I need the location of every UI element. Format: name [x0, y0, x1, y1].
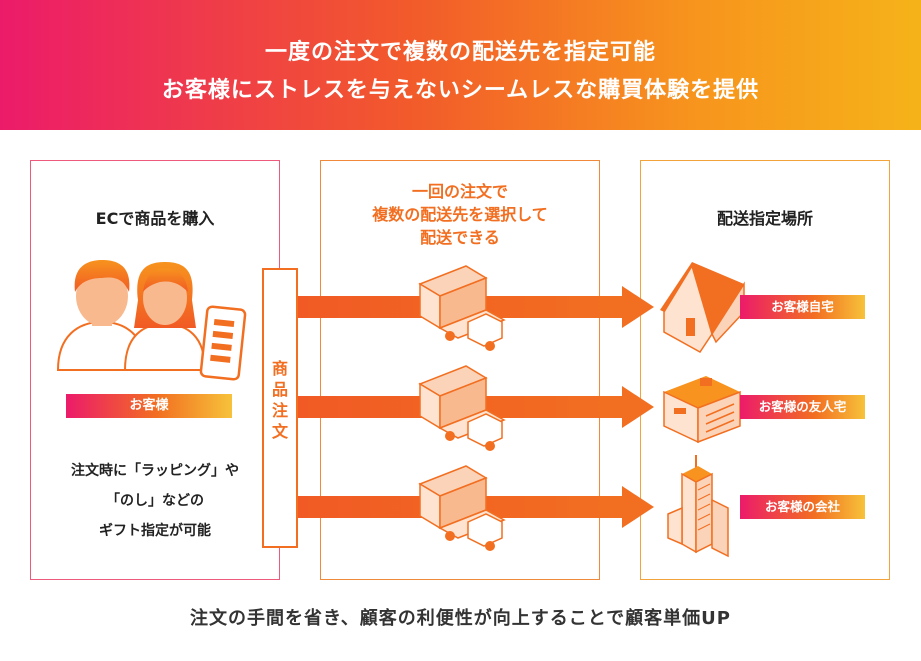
destination-friend-label: お客様の友人宅: [740, 395, 865, 419]
destination-panel-title: 配送指定場所: [716, 209, 813, 228]
truck-icon-2: [418, 365, 506, 451]
smartphone-icon: [199, 305, 247, 381]
header-title-line2: お客様にストレスを与えないシームレスな購買体験を提供: [161, 78, 760, 103]
male-customer-icon: [56, 260, 148, 371]
destination-panel: [640, 160, 890, 580]
gift-note-line: ギフト指定が可能: [99, 523, 211, 539]
destination-home-label: お客様自宅: [740, 295, 865, 319]
footer-summary: 注文の手間を省き、顧客の利便性が向上することで顧客単価UP: [189, 608, 731, 629]
house-icon: [660, 262, 745, 353]
gift-note-line: 「のし」などの: [106, 493, 204, 509]
delivery-title-line: 複数の配送先を選択して: [372, 205, 548, 224]
truck-icon-1: [418, 265, 506, 351]
product-order-label: 商品注文: [271, 359, 288, 441]
truck-icon-3: [418, 465, 506, 551]
customer-label: お客様: [66, 394, 232, 418]
header-banner: 一度の注文で複数の配送先を指定可能 お客様にストレスを与えないシームレスな購買体…: [0, 0, 921, 130]
delivery-panel-title: 一回の注文で 複数の配送先を選択して 配送できる: [320, 180, 600, 249]
delivery-title-line: 一回の注文で: [411, 182, 508, 201]
gift-option-note: 注文時に「ラッピング」や 「のし」などの ギフト指定が可能: [30, 456, 280, 546]
customer-panel-title: ECで商品を購入: [95, 209, 215, 228]
office-tower-icon: [667, 455, 729, 558]
gift-note-line: 注文時に「ラッピング」や: [71, 463, 239, 479]
delivery-panel: [320, 160, 600, 580]
header-title-line1: 一度の注文で複数の配送先を指定可能: [264, 40, 656, 65]
female-customer-icon: [123, 262, 207, 371]
product-order-box: 商品注文: [262, 268, 298, 548]
destination-office-label: お客様の会社: [740, 495, 865, 519]
building-icon: [663, 376, 741, 444]
delivery-title-line: 配送できる: [420, 228, 500, 247]
